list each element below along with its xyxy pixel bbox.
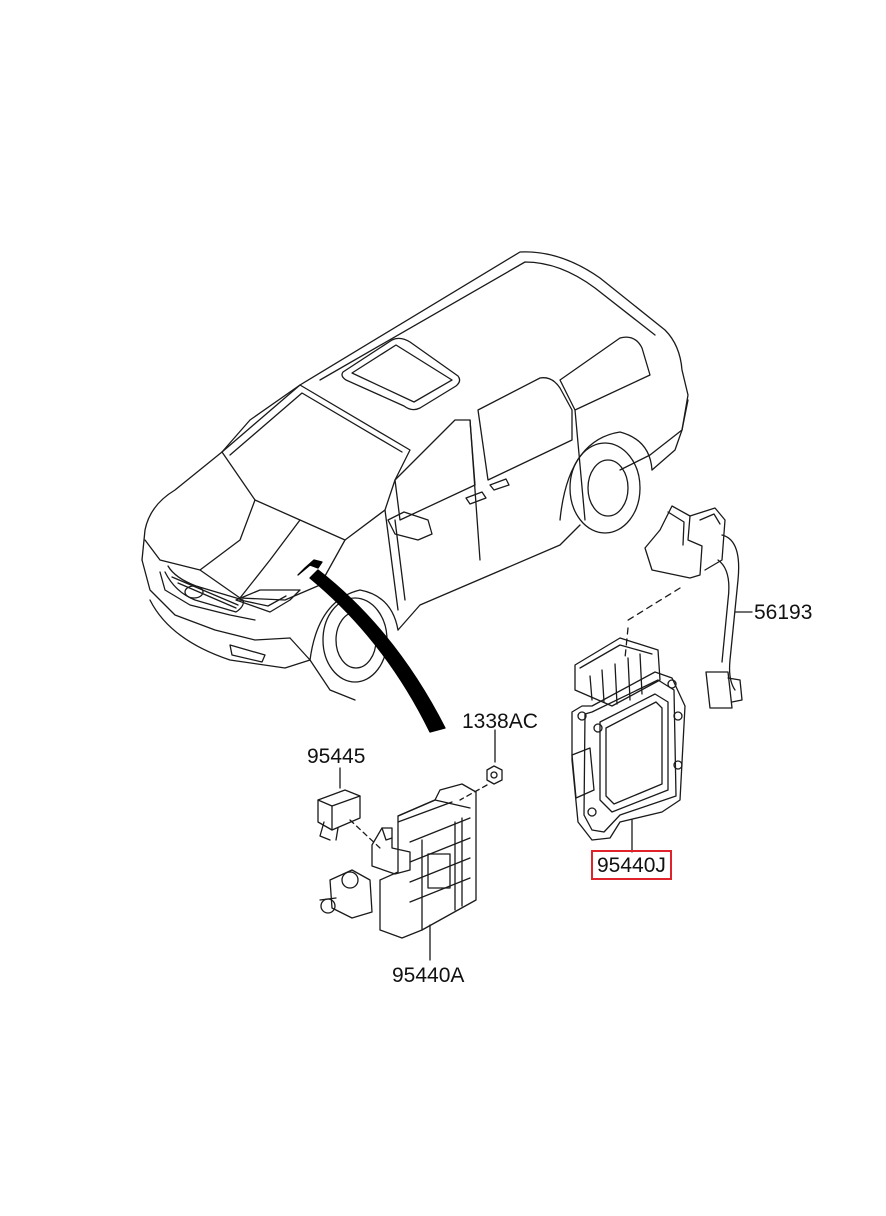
vehicle-illustration (141, 251, 689, 701)
label-part-95440J-highlighted[interactable]: 95440J (591, 850, 672, 880)
part-95440A-illustration (317, 729, 503, 961)
label-part-1338AC[interactable]: 1338AC (462, 710, 538, 733)
location-arrow (309, 569, 446, 733)
label-part-56193[interactable]: 56193 (754, 601, 813, 624)
label-part-95445[interactable]: 95445 (307, 745, 366, 768)
label-part-95440A[interactable]: 95440A (392, 964, 465, 987)
part-56193-illustration (624, 505, 753, 709)
part-95440J-illustration (571, 637, 686, 853)
